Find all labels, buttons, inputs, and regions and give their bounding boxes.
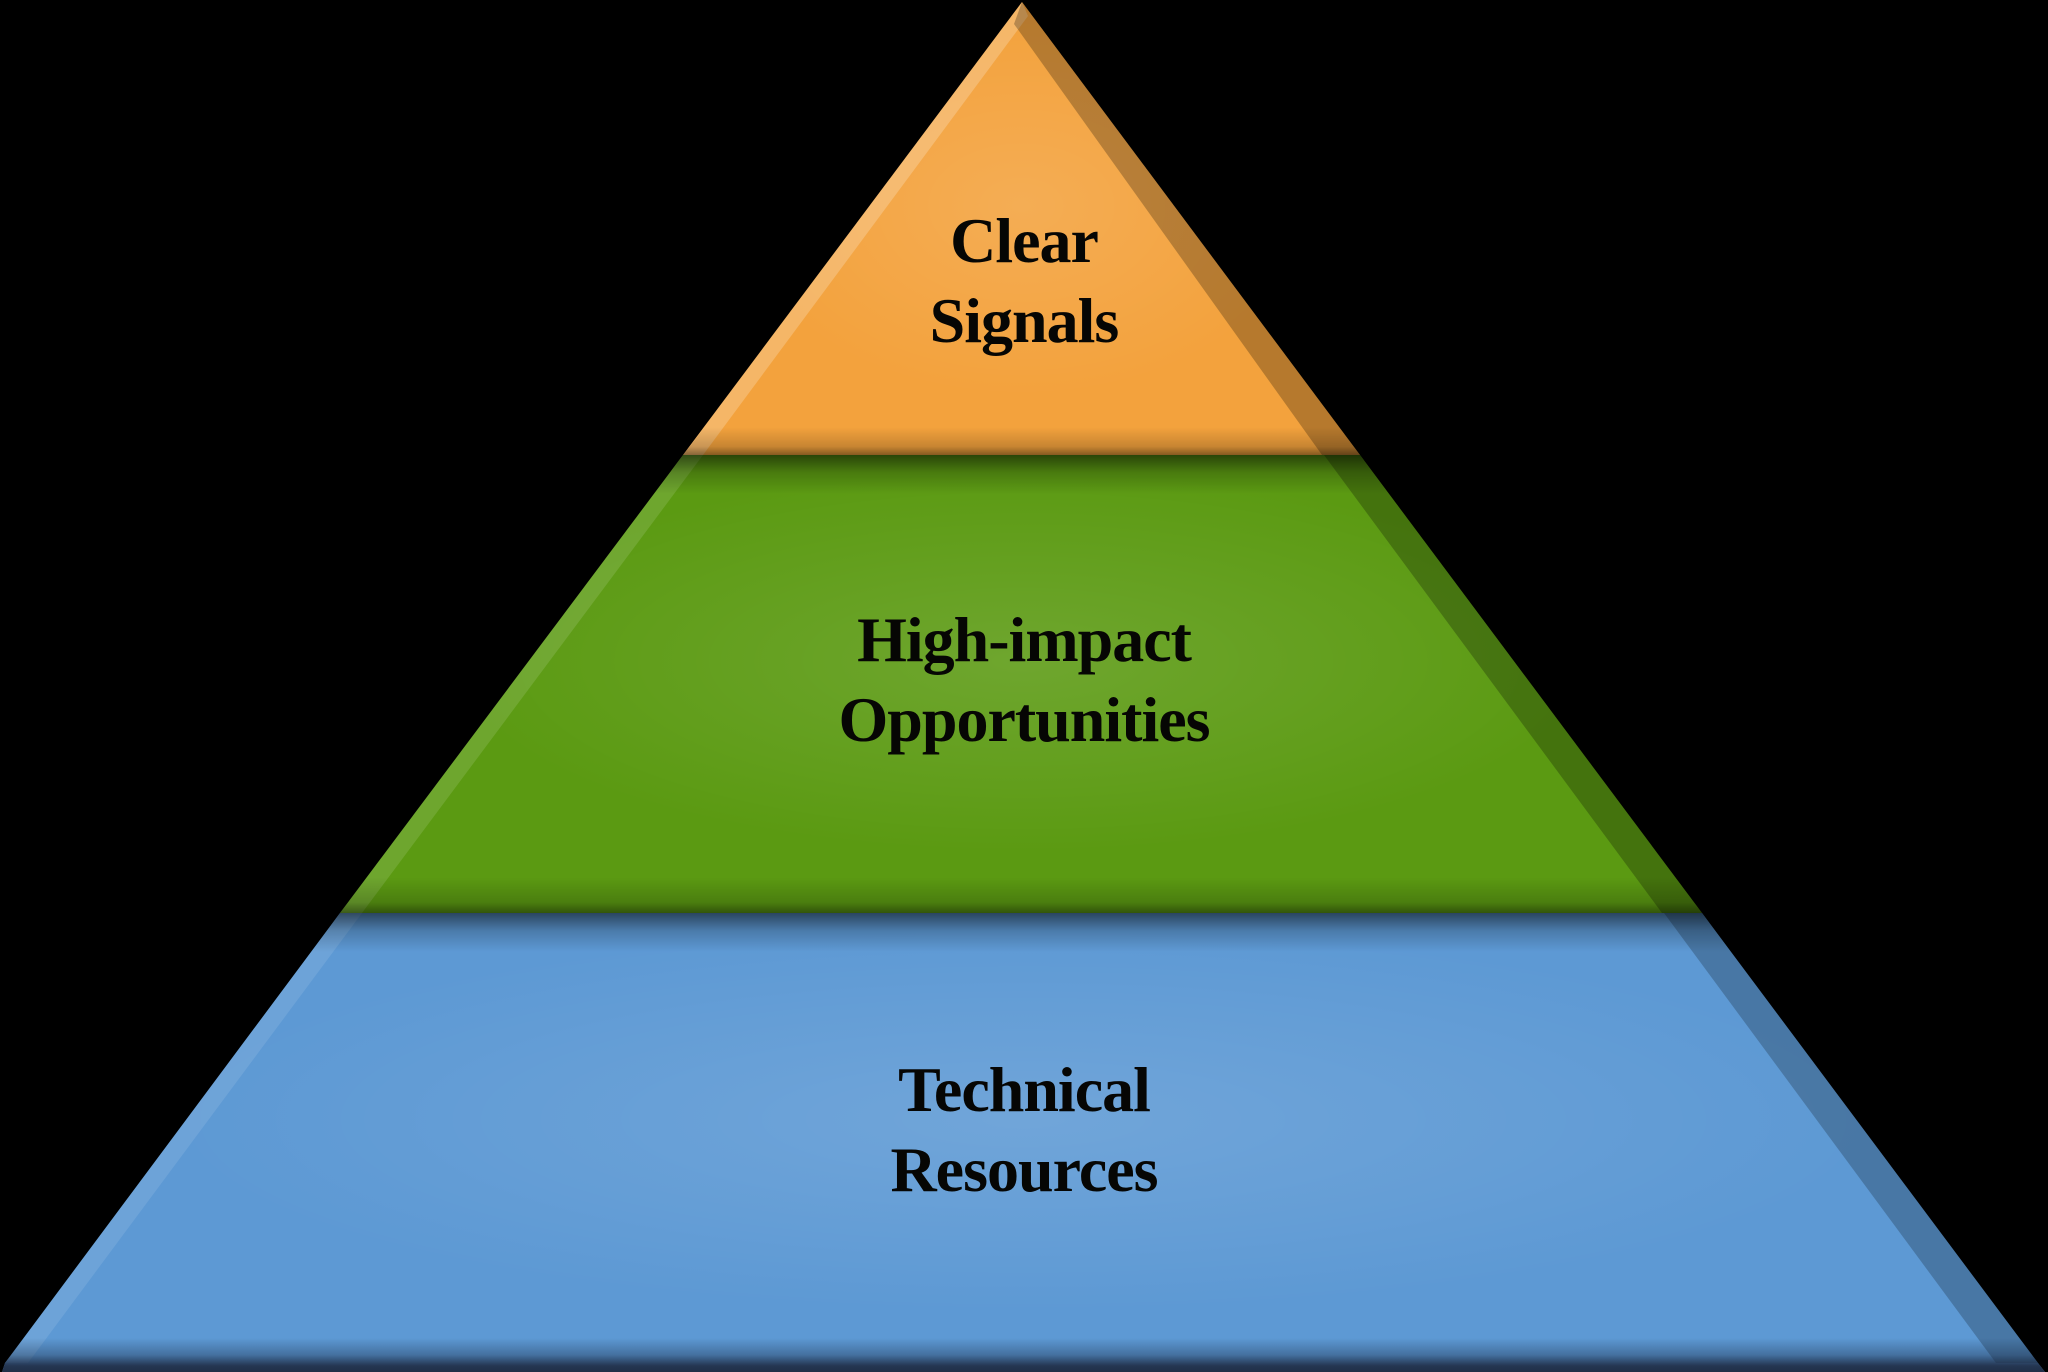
- tier-top-right-bevel: [1014, 2, 1360, 455]
- tier-bottom-sheen: [2, 913, 2045, 1372]
- pyramid-base-shadow: [2, 1338, 2045, 1372]
- tier-middle-top-shadow: [654, 455, 1389, 494]
- tier-top-left-bevel: [683, 2, 1028, 455]
- tier-top-bottom-shadow: [683, 427, 1360, 455]
- tier-middle-bottom-shadow: [340, 877, 1702, 913]
- tier-bottom-top-shadow: [311, 913, 1731, 952]
- tier-middle-left-bevel: [340, 455, 703, 913]
- tier-middle-right-bevel: [1324, 455, 1702, 913]
- tier-bottom-right-bevel: [1664, 913, 2038, 1363]
- tier-bottom-left-bevel: [5, 913, 362, 1363]
- tier-top-sheen: [683, 2, 1360, 455]
- tier-middle-sheen: [340, 455, 1702, 913]
